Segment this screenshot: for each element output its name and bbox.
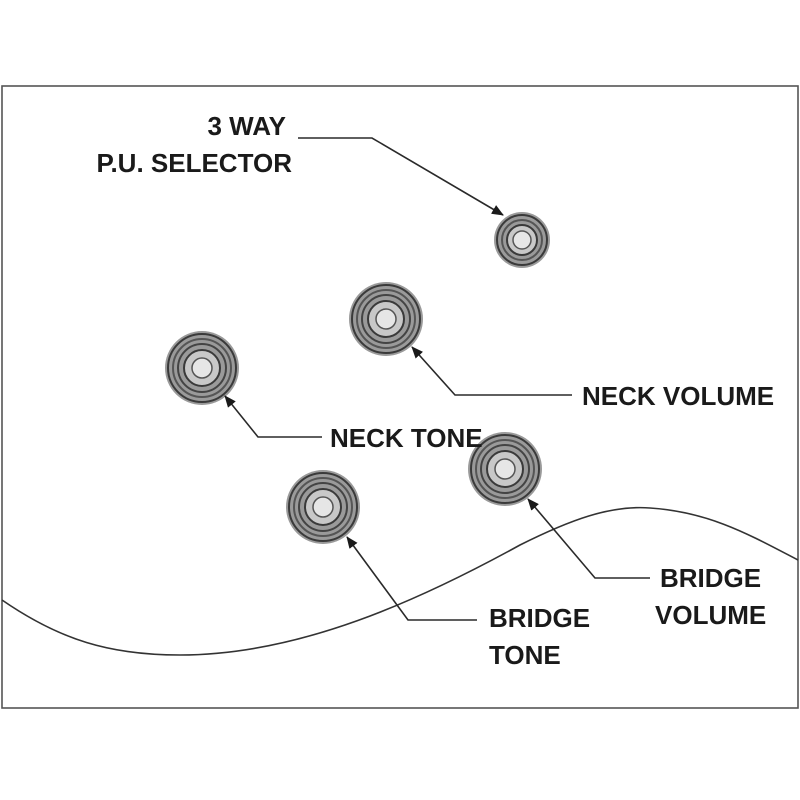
selector-label-line2: P.U. SELECTOR xyxy=(96,148,292,178)
neck-tone-label: NECK TONE xyxy=(330,423,483,453)
bridge-volume-label-line2: VOLUME xyxy=(655,600,766,630)
bridge-tone-label-line1: BRIDGE xyxy=(489,603,590,633)
bridge-volume-knob xyxy=(468,432,542,506)
neck-volume-knob xyxy=(349,282,423,356)
neck-volume-leader-line xyxy=(411,346,572,396)
bridge-tone-knob xyxy=(286,470,360,544)
neck-volume-label: NECK VOLUME xyxy=(582,381,774,411)
neck-tone-knob xyxy=(165,331,239,405)
bridge-tone-leader-line xyxy=(346,536,477,621)
bridge-volume-leader-line xyxy=(527,498,650,579)
neck-tone-leader-line xyxy=(224,395,322,438)
diagram-frame xyxy=(1,85,799,709)
selector-switch-knob xyxy=(494,212,550,268)
selector-label-line1: 3 WAY xyxy=(207,111,286,141)
guitar-body-edge xyxy=(1,506,799,656)
selector-leader-line xyxy=(298,137,504,216)
bridge-volume-label-line1: BRIDGE xyxy=(660,563,761,593)
bridge-tone-label-line2: TONE xyxy=(489,640,561,670)
